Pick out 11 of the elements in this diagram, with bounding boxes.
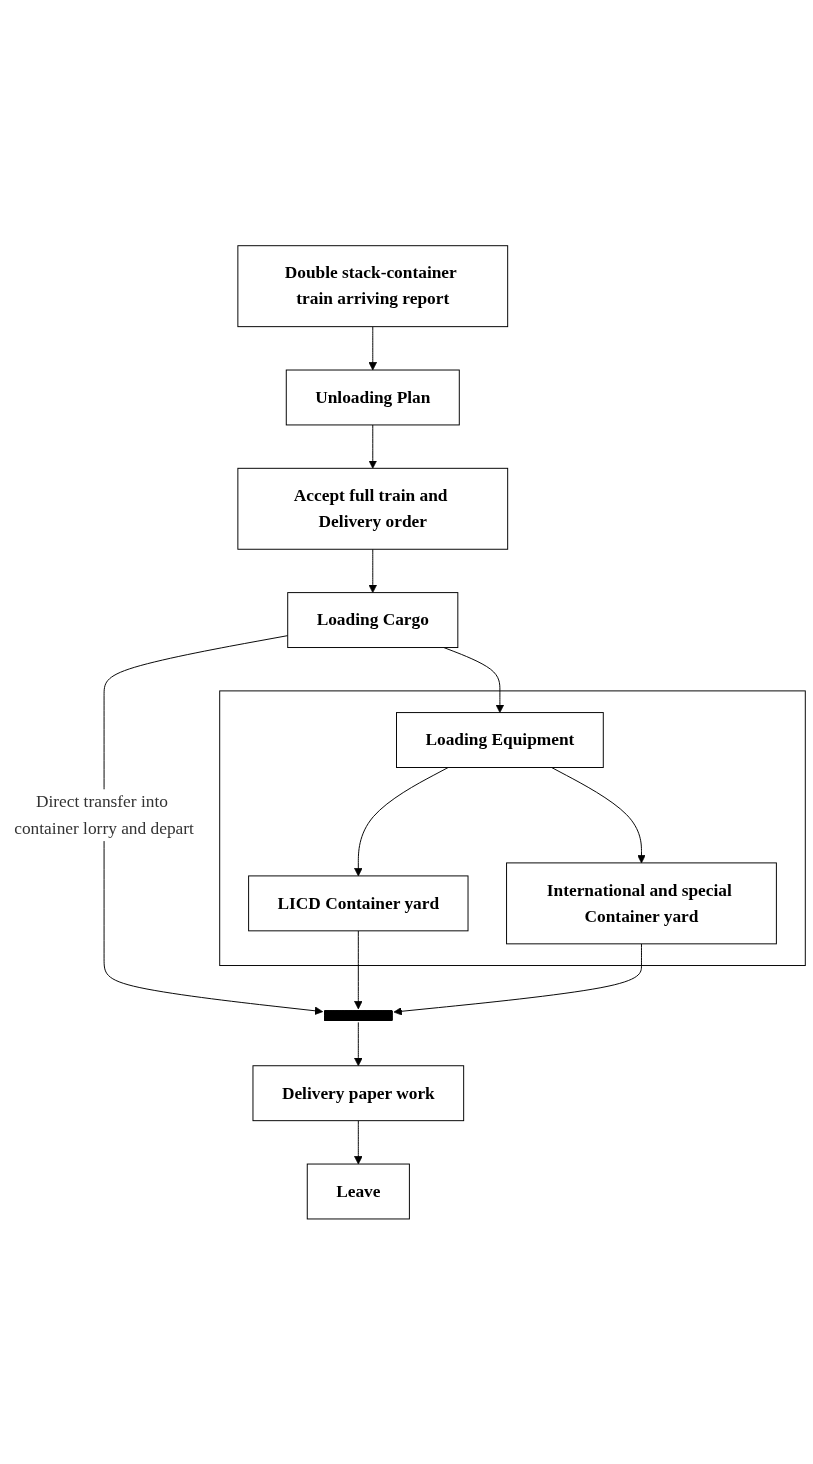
node-box: Loading Cargo xyxy=(287,591,459,648)
node-box: Unloading Plan xyxy=(285,369,460,426)
cluster xyxy=(219,690,806,966)
node-box: Loading Equipment xyxy=(396,711,604,768)
node-box: Delivery paper work xyxy=(252,1064,465,1121)
node-box: Accept full train and Delivery order xyxy=(237,467,509,550)
node-box: LICD Container yard xyxy=(248,875,469,931)
node-box: Double stack-container train arriving report xyxy=(237,244,509,327)
node-box: International and special Container yard xyxy=(506,862,777,944)
edge-label: Direct transfer into container lorry and depart xyxy=(14,791,194,838)
node-box: Leave xyxy=(306,1163,410,1220)
